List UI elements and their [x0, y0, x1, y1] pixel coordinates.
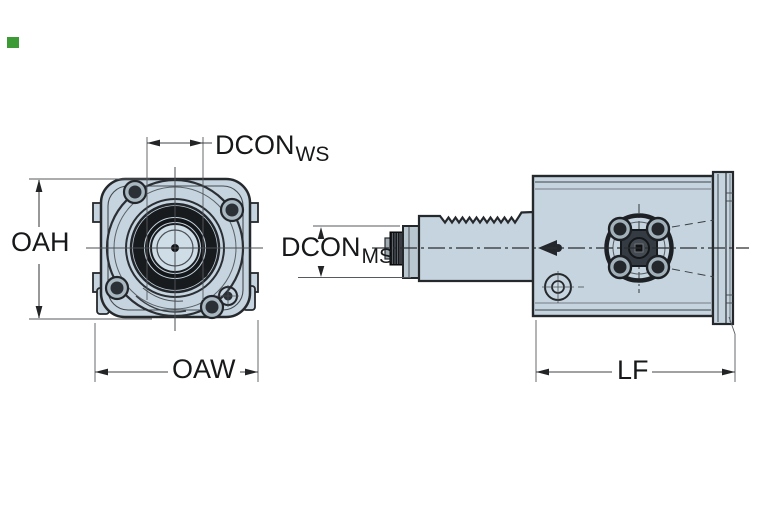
oaw-label-main: OAW: [172, 354, 236, 384]
lf-label: LF: [617, 357, 649, 384]
dcon-ms-label-main: DCON: [281, 232, 361, 262]
lf-label-main: LF: [617, 355, 649, 385]
pilot-hole: [217, 285, 239, 307]
dcon-ws-label-main: DCON: [215, 130, 295, 160]
curved-slot: [135, 287, 187, 313]
side-view: [372, 170, 749, 326]
drive-bolts: [607, 216, 671, 280]
coupling-collar: [402, 225, 420, 279]
oah-label-main: OAH: [11, 227, 70, 257]
dcon-ms-label-sub: MS: [361, 245, 394, 268]
bolt-top-left: [122, 179, 148, 205]
corner-bolts: [104, 179, 245, 320]
brand-marker: [7, 37, 19, 48]
front-view: [86, 167, 263, 331]
oah-dimension: [29, 178, 152, 320]
front-view-centerlines: [86, 167, 263, 331]
oaw-label: OAW: [172, 356, 236, 383]
set-screw-hole: [542, 271, 584, 303]
serrated-shaft: [417, 210, 535, 283]
dcon-ws-label-sub: WS: [295, 143, 330, 166]
dcon-ms-label: DCONMS: [281, 232, 393, 268]
dcon-ws-dimension: [146, 137, 212, 300]
bolt-bottom-right: [199, 294, 225, 320]
oaw-dimension: [94, 320, 259, 382]
bolt-top-right: [219, 197, 245, 223]
oah-label: OAH: [11, 229, 70, 256]
dcon-ws-label: DCONWS: [215, 130, 329, 166]
projection-dashes: [671, 219, 715, 278]
dcon-ms-dimension: [298, 225, 411, 278]
bolt-bottom-left: [104, 275, 130, 301]
lf-dimension: [535, 316, 736, 382]
